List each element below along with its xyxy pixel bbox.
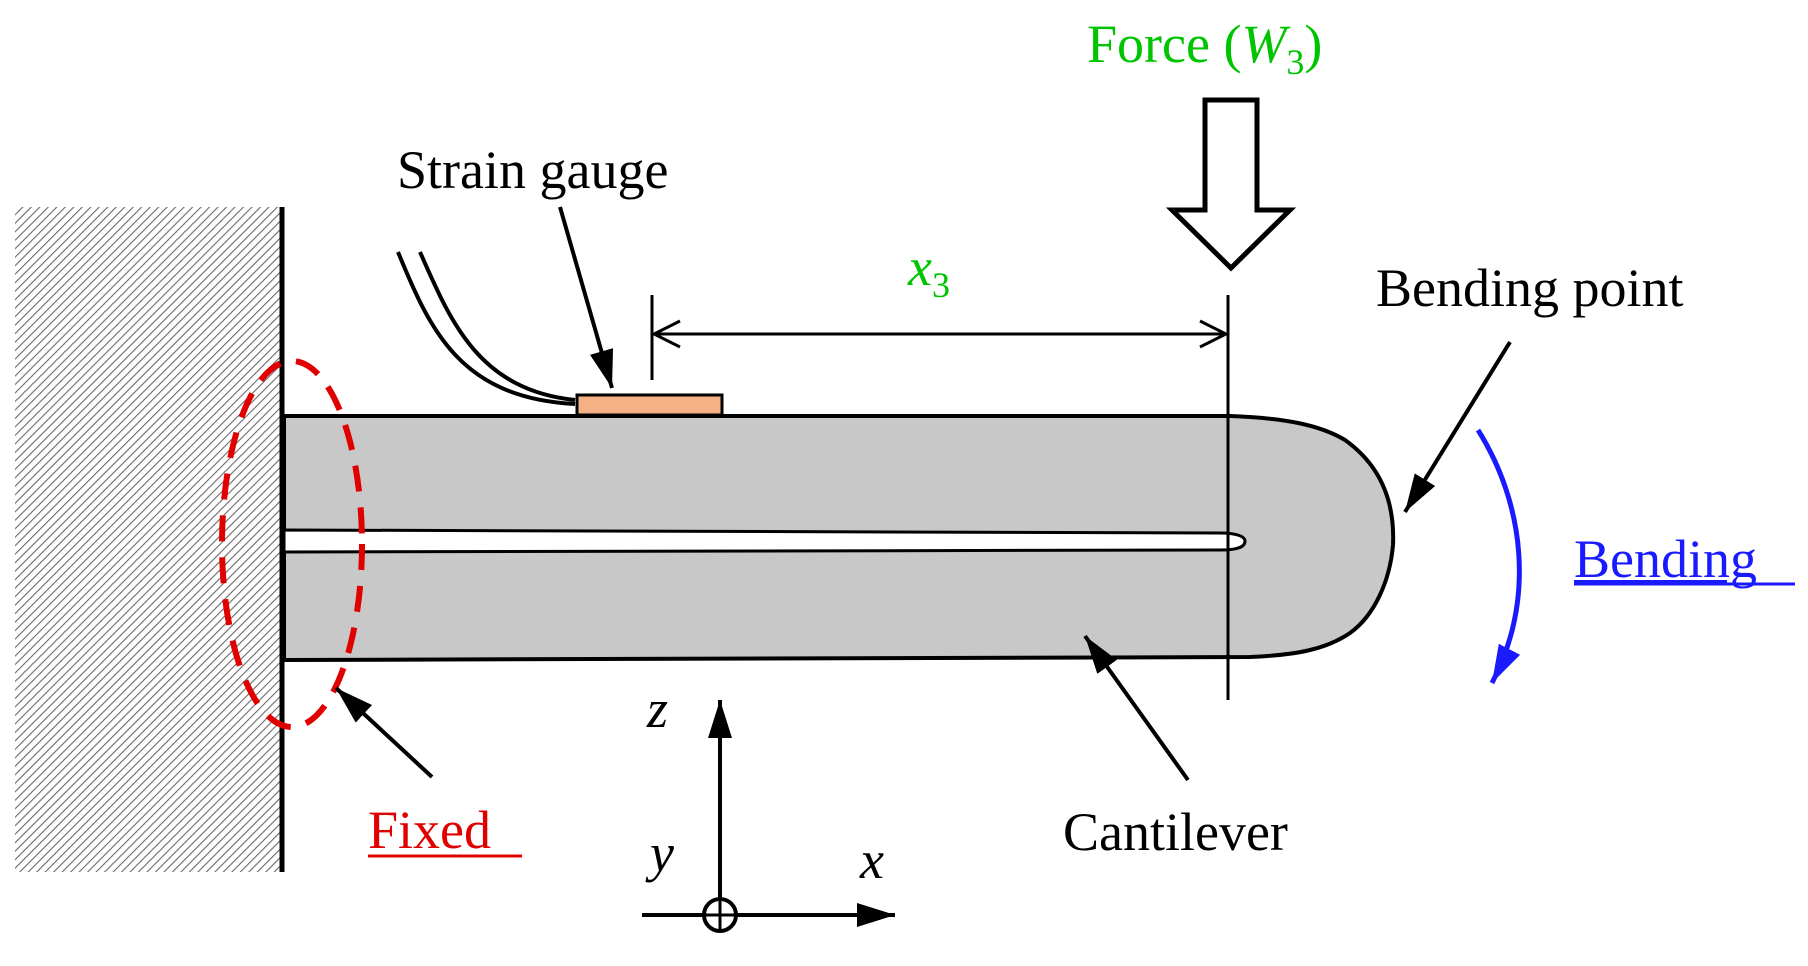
strain-gauge	[575, 393, 724, 417]
force-arrow	[1165, 97, 1297, 272]
axis-z-label: z	[646, 679, 668, 739]
axis-y-label: y	[645, 823, 674, 883]
strain-gauge-pointer	[558, 206, 614, 389]
gauge-wire-2	[418, 251, 576, 402]
fixed-pointer	[334, 686, 434, 779]
bending-point-pointer	[1403, 340, 1512, 514]
x3-label: x3	[907, 237, 950, 305]
fixed-label: Fixed	[368, 800, 491, 860]
cantilever-slot	[282, 528, 1247, 554]
bending-point-label: Bending point	[1376, 258, 1684, 318]
axis-x-label: x	[859, 830, 884, 890]
cantilever-pointer	[1083, 634, 1190, 782]
cantilever-label: Cantilever	[1063, 802, 1288, 862]
strain-gauge-label: Strain gauge	[397, 140, 668, 200]
force-label: Force (W3)	[1087, 14, 1322, 82]
gauge-wire-1	[396, 251, 576, 406]
bending-label: Bending	[1574, 529, 1757, 589]
fixed-region-ellipse	[219, 358, 365, 730]
fixed-wall	[15, 207, 281, 872]
bending-arrow	[1475, 428, 1522, 685]
